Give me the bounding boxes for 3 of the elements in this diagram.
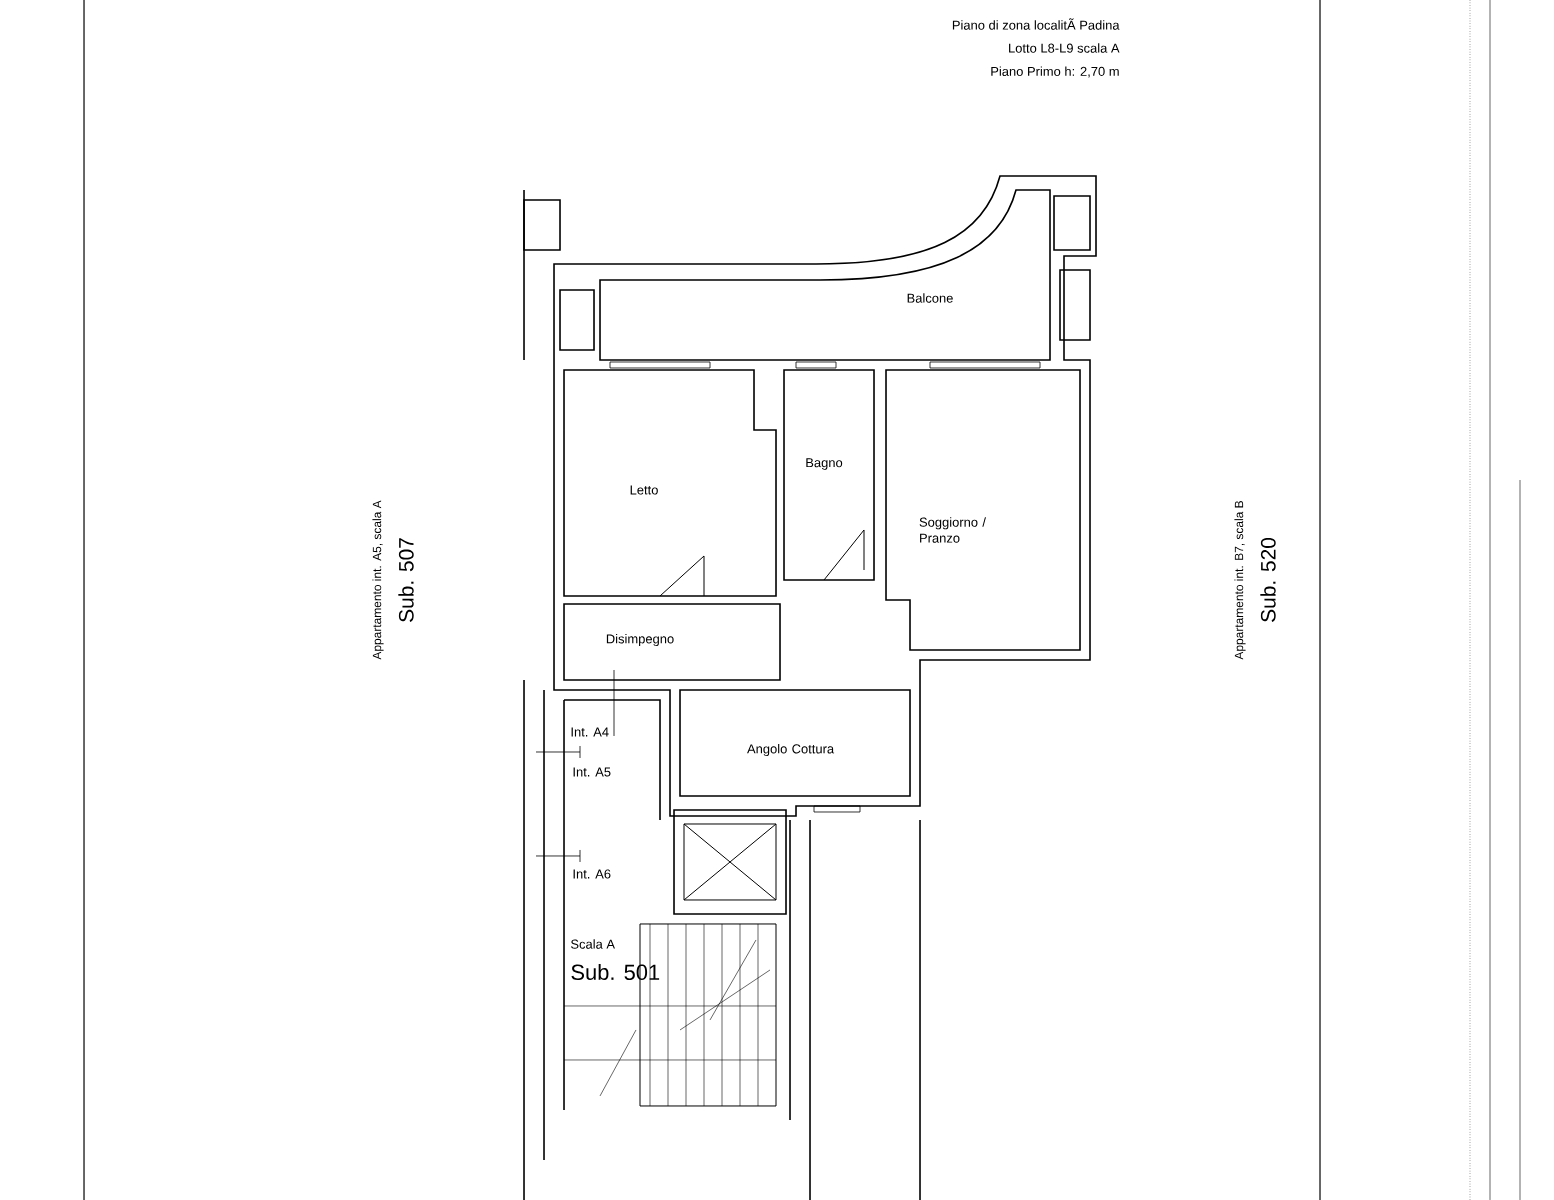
room-label: Sub. 507 [398, 538, 414, 622]
room-label: Sub. 501 [571, 963, 660, 981]
room-label: Sub. 520 [1260, 538, 1276, 622]
